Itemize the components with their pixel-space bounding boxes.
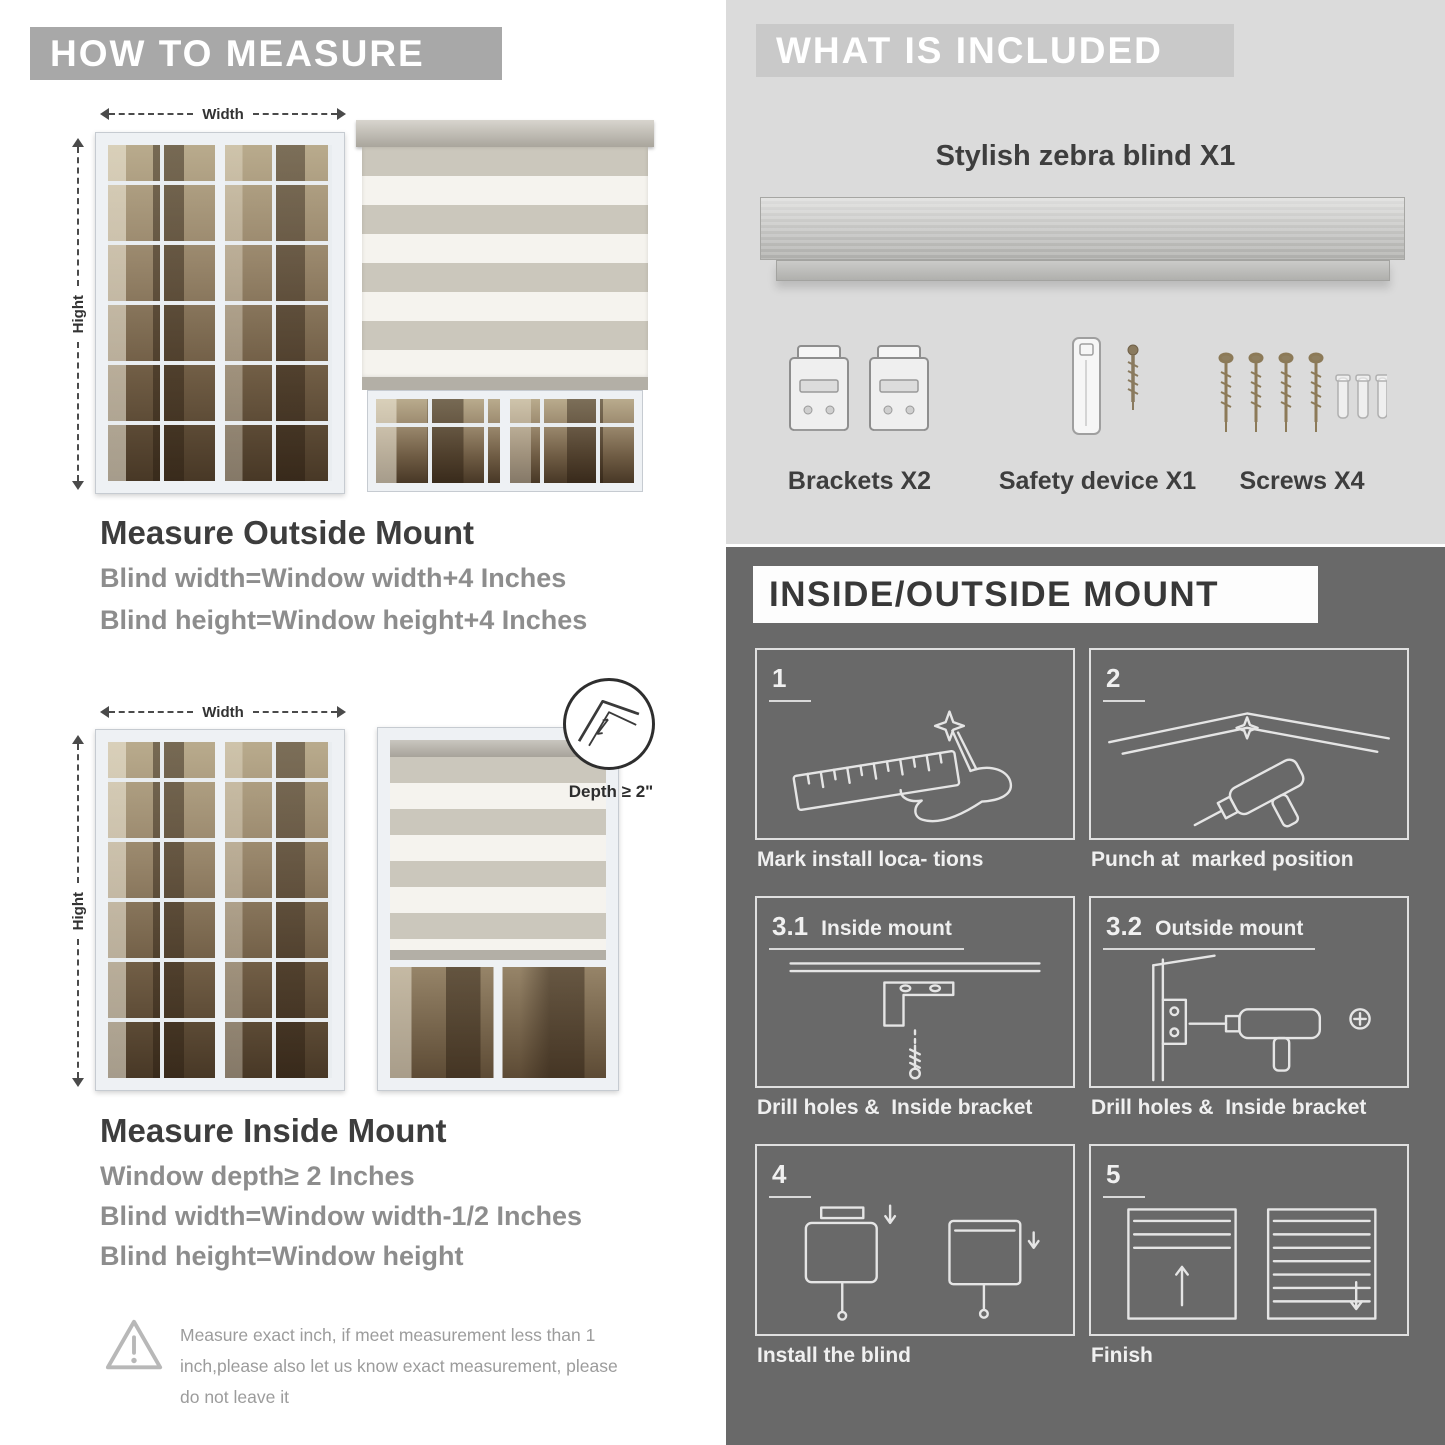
how-to-measure-banner: HOW TO MEASURE (30, 27, 502, 80)
window-center-divider (215, 742, 225, 1078)
step-caption: Install the blind (757, 1344, 912, 1367)
inside-formula-height: Blind height=Window height (100, 1241, 464, 1271)
step-number: 4 (772, 1159, 787, 1189)
window-frame (390, 740, 606, 1078)
step-head: 2 (1103, 658, 1146, 702)
step-title: Inside mount (821, 917, 952, 940)
width-label: Width (202, 105, 244, 123)
included-banner: WHAT IS INCLUDED (756, 24, 1234, 77)
outside-formula-width: Blind width=Window width+4 Inches (100, 563, 567, 593)
depth-detail-circle (563, 678, 655, 770)
step-caption: Punch at marked position (1091, 848, 1354, 871)
dashed-line (109, 711, 194, 713)
arrow-left-icon (100, 108, 109, 120)
window-center-divider (500, 399, 510, 483)
blind-bottomrail (390, 950, 606, 960)
product-name: Stylish zebra blind X1 (935, 140, 1236, 172)
measure-warning-text: Measure exact inch, if meet measurement … (180, 1325, 618, 1408)
zebra-blind-headrail-image (760, 197, 1405, 260)
window-corner-detail-icon (577, 699, 640, 747)
step-head: 1 (769, 658, 812, 702)
outside-formula-height: Blind height=Window height+4 Inches (100, 605, 588, 635)
screws-label: Screws X4 (1239, 467, 1365, 495)
dashed-line (109, 113, 194, 115)
warning-triangle-icon (103, 1316, 165, 1379)
safety-device-icon (1045, 330, 1165, 457)
step-number: 3.1 (772, 911, 809, 941)
arrow-up-icon (72, 735, 84, 744)
mount-guide-banner: INSIDE/OUTSIDE MOUNT (753, 566, 1318, 623)
dashed-line (252, 711, 338, 713)
step-head: 3.1 Inside mount (769, 906, 964, 950)
step-head: 4 (769, 1154, 812, 1198)
brackets-icon (782, 338, 937, 455)
dashed-line (77, 939, 79, 1079)
zebra-blind-inside-mount (377, 727, 619, 1091)
dashed-line (77, 342, 79, 482)
window-photo-outside (95, 132, 345, 494)
dashed-line (77, 147, 79, 286)
window-center-divider (493, 960, 503, 1078)
window-center-divider (215, 145, 225, 481)
inside-formula-depth: Window depth≥ 2 Inches (100, 1161, 415, 1191)
step-illustration-outside-bracket-icon (1091, 950, 1407, 1084)
step-illustration-drill-icon (1091, 702, 1407, 836)
arrow-down-icon (72, 1078, 84, 1088)
step-caption: Drill holes & Inside bracket (757, 1096, 1033, 1119)
arrow-up-icon (72, 138, 84, 147)
brackets-label: Brackets X2 (787, 467, 932, 495)
step-illustration-install-icon (757, 1198, 1073, 1332)
step-number: 5 (1106, 1159, 1121, 1189)
height-arrow-inside: Hight (69, 735, 87, 1088)
step-illustration-finish-icon (1091, 1198, 1407, 1332)
step-illustration-mark-icon (757, 702, 1073, 836)
step-panel-3-2: 3.2 Outside mount (1089, 896, 1409, 1088)
step-panel-5: 5 (1089, 1144, 1409, 1336)
width-arrow-inside: Width (100, 703, 347, 721)
step-head: 3.2 Outside mount (1103, 906, 1316, 950)
arrow-right-icon (337, 108, 347, 120)
step-illustration-inside-bracket-icon (757, 950, 1073, 1084)
step-number: 1 (772, 663, 787, 693)
safety-device-label: Safety device X1 (998, 467, 1197, 495)
height-label: Hight (69, 891, 87, 931)
arrow-down-icon (72, 481, 84, 491)
blind-headrail (356, 120, 654, 147)
arrow-right-icon (337, 706, 347, 718)
blind-stripes (362, 147, 648, 377)
step-panel-1: 1 (755, 648, 1075, 840)
height-arrow-outside: Hight (69, 138, 87, 491)
arrow-left-icon (100, 706, 109, 718)
dashed-line (252, 113, 338, 115)
step-panel-2: 2 (1089, 648, 1409, 840)
zebra-blind-valance-image (776, 260, 1390, 281)
step-number: 2 (1106, 663, 1121, 693)
dashed-line (77, 744, 79, 883)
blind-stripes (390, 757, 606, 950)
mount-guide-section (726, 547, 1445, 1445)
step-head: 5 (1103, 1154, 1146, 1198)
window-glass (390, 960, 606, 1078)
width-label: Width (202, 703, 244, 721)
step-title: Outside mount (1155, 917, 1304, 940)
height-label: Hight (69, 294, 87, 334)
outside-mount-heading: Measure Outside Mount (100, 514, 475, 551)
depth-note: Depth ≥ 2" (568, 782, 654, 801)
inside-formula-width: Blind width=Window width-1/2 Inches (100, 1201, 583, 1231)
step-caption: Drill holes & Inside bracket (1091, 1096, 1367, 1119)
window-photo-inside (95, 729, 345, 1091)
window-below-blind (367, 390, 643, 492)
width-arrow-outside: Width (100, 105, 347, 123)
screws-icon (1212, 348, 1390, 453)
step-panel-3-1: 3.1 Inside mount (755, 896, 1075, 1088)
step-caption: Finish (1091, 1344, 1153, 1367)
blind-bottomrail (362, 377, 648, 390)
zebra-blind-outside-mount (356, 120, 654, 492)
step-number: 3.2 (1106, 911, 1143, 941)
step-panel-4: 4 (755, 1144, 1075, 1336)
step-caption: Mark install loca- tions (757, 848, 984, 871)
blind-headrail (390, 740, 606, 757)
inside-mount-heading: Measure Inside Mount (100, 1112, 447, 1149)
